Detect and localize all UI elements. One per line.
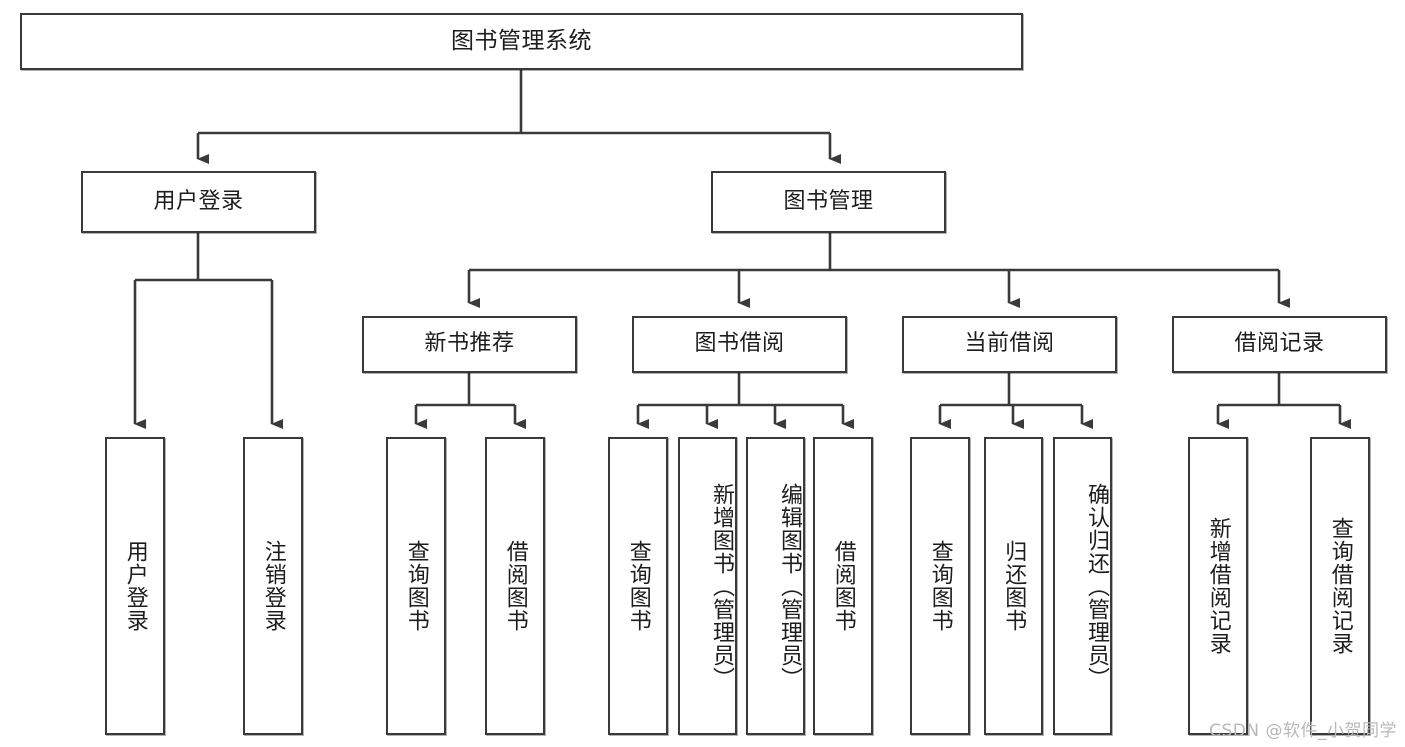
leaf-query-book-current-label: 查询图书 [927,540,953,632]
leaf-query-book-current[interactable]: 查询图书 [910,437,970,735]
leaf-user-login[interactable]: 用户登录 [105,437,165,735]
leaf-borrow-book-label: 借阅图书 [830,540,856,632]
leaf-add-borrow-record[interactable]: 新增借阅记录 [1188,437,1248,735]
leaf-add-book-admin-label: 新增图书（管理员） [709,482,734,690]
node-new-book-recommend-label: 新书推荐 [424,331,515,357]
leaf-edit-book-admin-label: 编辑图书（管理员） [777,482,802,690]
leaf-logout-label: 注销登录 [260,540,286,632]
leaf-add-book-admin[interactable]: 新增图书（管理员） [678,437,737,735]
leaf-query-book-recommend[interactable]: 查询图书 [386,437,446,735]
leaf-return-book-label: 归还图书 [1001,540,1027,632]
leaf-return-book[interactable]: 归还图书 [984,437,1043,735]
leaf-query-borrow-record[interactable]: 查询借阅记录 [1310,437,1370,735]
leaf-query-book-borrow[interactable]: 查询图书 [608,437,668,735]
node-book-management[interactable]: 图书管理 [711,171,946,233]
leaf-query-borrow-record-label: 查询借阅记录 [1327,517,1353,655]
node-current-borrow-label: 当前借阅 [964,331,1055,357]
leaf-borrow-book-recommend[interactable]: 借阅图书 [485,437,545,735]
leaf-borrow-book-recommend-label: 借阅图书 [502,540,528,632]
node-borrow-record-label: 借阅记录 [1234,331,1325,357]
leaf-add-borrow-record-label: 新增借阅记录 [1205,517,1231,655]
csdn-watermark: CSDN @软件_小贺同学 [1209,721,1397,741]
node-new-book-recommend[interactable]: 新书推荐 [362,316,577,373]
leaf-borrow-book[interactable]: 借阅图书 [813,437,873,735]
node-root-label: 图书管理系统 [451,27,592,54]
node-borrow-record[interactable]: 借阅记录 [1172,316,1387,373]
node-book-borrow[interactable]: 图书借阅 [632,316,847,373]
node-user-login-label: 用户登录 [153,188,244,214]
leaf-user-login-label: 用户登录 [122,540,148,632]
leaf-confirm-return-admin[interactable]: 确认归还（管理员） [1053,437,1112,735]
leaf-logout[interactable]: 注销登录 [243,437,303,735]
leaf-query-book-borrow-label: 查询图书 [625,540,651,632]
leaf-query-book-recommend-label: 查询图书 [403,540,429,632]
leaf-edit-book-admin[interactable]: 编辑图书（管理员） [746,437,805,735]
node-root[interactable]: 图书管理系统 [20,13,1023,70]
node-user-login[interactable]: 用户登录 [81,171,316,233]
node-book-management-label: 图书管理 [783,188,874,214]
node-book-borrow-label: 图书借阅 [694,331,785,357]
leaf-confirm-return-admin-label: 确认归还（管理员） [1084,482,1109,690]
node-current-borrow[interactable]: 当前借阅 [902,316,1117,373]
